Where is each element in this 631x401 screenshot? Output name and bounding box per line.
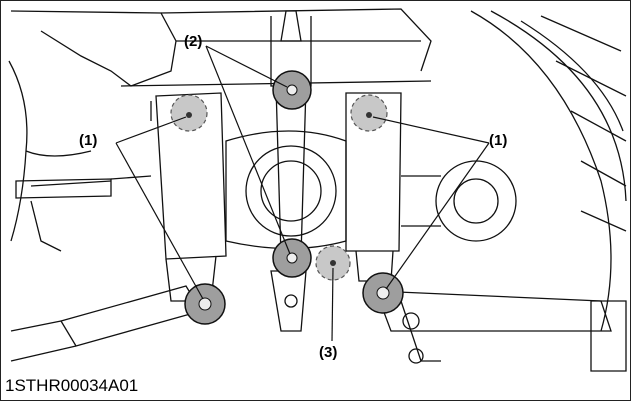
pin-highlight-center [315,245,351,281]
figure-code: 1STHR00034A01 [5,376,139,395]
pin-highlight-top-link-lower [272,238,312,278]
pin-highlight-top-link-upper [272,70,312,110]
callout-1-right: (1) [489,132,508,149]
callout-3: (3) [319,344,338,361]
callout-2: (2) [184,33,203,50]
leader-lines [115,45,490,342]
pin-highlight-upper-right [350,94,388,132]
pin-highlight-lower-left [184,283,226,325]
pin-highlight-upper-left [170,94,208,132]
pin-highlight-lower-right [362,272,404,314]
callout-1-left: (1) [79,132,98,149]
